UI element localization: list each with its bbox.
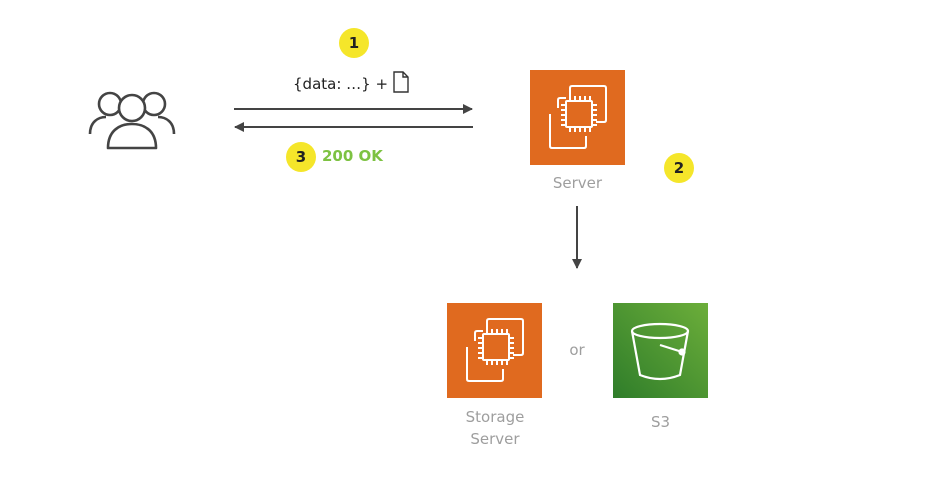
ec2-chip-icon bbox=[466, 318, 524, 382]
step-number: 3 bbox=[295, 148, 307, 166]
file-icon bbox=[393, 71, 409, 97]
step-number: 2 bbox=[673, 159, 685, 177]
storage-server-label-line1: Storage bbox=[465, 408, 525, 426]
request-text: {data: …} + bbox=[293, 75, 389, 93]
request-label: {data: …} + bbox=[293, 71, 409, 97]
s3-tile bbox=[613, 303, 708, 398]
response-label: 200 OK bbox=[322, 147, 383, 165]
step-1-badge: 1 bbox=[339, 28, 369, 58]
storage-server-tile bbox=[447, 303, 542, 398]
users-group-icon bbox=[86, 84, 178, 154]
step-2-badge: 2 bbox=[664, 153, 694, 183]
s3-bucket-icon bbox=[630, 322, 690, 381]
server-tile bbox=[530, 70, 625, 165]
ec2-chip-icon bbox=[549, 85, 607, 149]
step-number: 1 bbox=[348, 34, 360, 52]
storage-server-label: Storage Server bbox=[440, 406, 550, 450]
storage-server-label-line2: Server bbox=[470, 430, 520, 448]
or-text: or bbox=[569, 341, 585, 359]
server-label: Server bbox=[552, 174, 603, 192]
s3-label: S3 bbox=[650, 413, 671, 431]
step-3-badge: 3 bbox=[286, 142, 316, 172]
